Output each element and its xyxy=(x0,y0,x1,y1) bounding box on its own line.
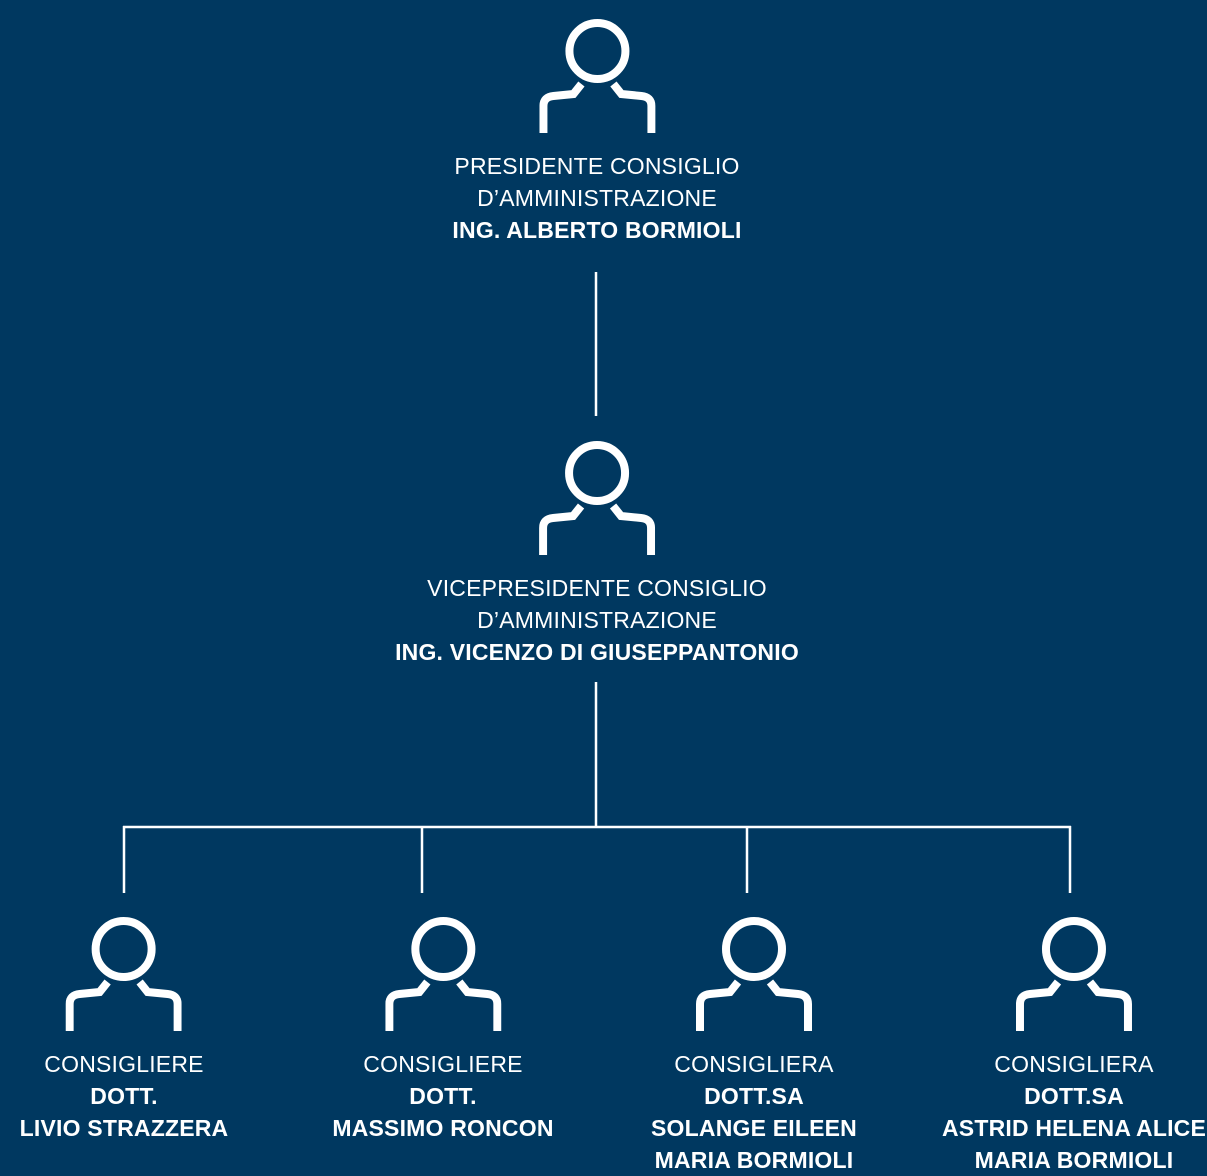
councillor-3-role: CONSIGLIERA xyxy=(674,1051,834,1077)
president-label: PRESIDENTE CONSIGLIO D’AMMINISTRAZIONE I… xyxy=(452,150,741,246)
vice-president-label: VICEPRESIDENTE CONSIGLIO D’AMMINISTRAZIO… xyxy=(395,572,799,668)
councillor-label-4: CONSIGLIERA DOTT.SA ASTRID HELENA ALICE … xyxy=(942,1048,1206,1176)
councillor-2-role: CONSIGLIERE xyxy=(363,1051,523,1077)
person-icon xyxy=(385,917,501,1031)
vice-president-role-line-2: D’AMMINISTRAZIONE xyxy=(477,607,717,633)
vice-president-role-line-1: VICEPRESIDENTE CONSIGLIO xyxy=(427,575,767,601)
councillor-2-name: MASSIMO RONCON xyxy=(332,1115,554,1141)
councillor-2-title: DOTT. xyxy=(409,1083,477,1109)
vice-president-node: VICEPRESIDENTE CONSIGLIO D’AMMINISTRAZIO… xyxy=(395,438,799,668)
councillor-node-3: CONSIGLIERA DOTT.SA SOLANGE EILEEN MARIA… xyxy=(651,914,857,1176)
councillor-1-title: DOTT. xyxy=(90,1083,158,1109)
councillor-label-2: CONSIGLIERE DOTT. MASSIMO RONCON xyxy=(332,1048,553,1144)
councillor-1-name: LIVIO STRAZZERA xyxy=(19,1115,229,1141)
president-node: PRESIDENTE CONSIGLIO D’AMMINISTRAZIONE I… xyxy=(452,16,741,246)
councillor-4-role: CONSIGLIERA xyxy=(994,1051,1154,1077)
councillor-label-1: CONSIGLIERE DOTT. LIVIO STRAZZERA xyxy=(20,1048,229,1144)
councillor-3-name-1: SOLANGE EILEEN xyxy=(651,1115,857,1141)
person-icon xyxy=(539,441,655,555)
councillor-3-name-2: MARIA BORMIOLI xyxy=(654,1147,854,1173)
councillor-1-role: CONSIGLIERE xyxy=(44,1051,204,1077)
councillor-4-name-1: ASTRID HELENA ALICE xyxy=(941,1115,1207,1141)
president-role-line-2: D’AMMINISTRAZIONE xyxy=(477,185,717,211)
person-icon xyxy=(696,917,812,1031)
person-icon xyxy=(65,917,182,1031)
person-icon xyxy=(1015,917,1132,1031)
councillor-label-3: CONSIGLIERA DOTT.SA SOLANGE EILEEN MARIA… xyxy=(651,1048,857,1176)
councillor-node-4: CONSIGLIERA DOTT.SA ASTRID HELENA ALICE … xyxy=(942,914,1206,1176)
councillor-node-2: CONSIGLIERE DOTT. MASSIMO RONCON xyxy=(332,914,553,1144)
councillor-4-name-2: MARIA BORMIOLI xyxy=(974,1147,1174,1173)
vice-president-name: ING. VICENZO DI GIUSEPPANTONIO xyxy=(395,639,799,665)
councillor-3-title: DOTT.SA xyxy=(704,1083,804,1109)
person-icon xyxy=(538,19,655,133)
councillor-4-title: DOTT.SA xyxy=(1024,1083,1124,1109)
president-role-line-1: PRESIDENTE CONSIGLIO xyxy=(454,153,740,179)
president-name: ING. ALBERTO BORMIOLI xyxy=(452,217,742,243)
councillor-node-1: CONSIGLIERE DOTT. LIVIO STRAZZERA xyxy=(20,914,229,1144)
